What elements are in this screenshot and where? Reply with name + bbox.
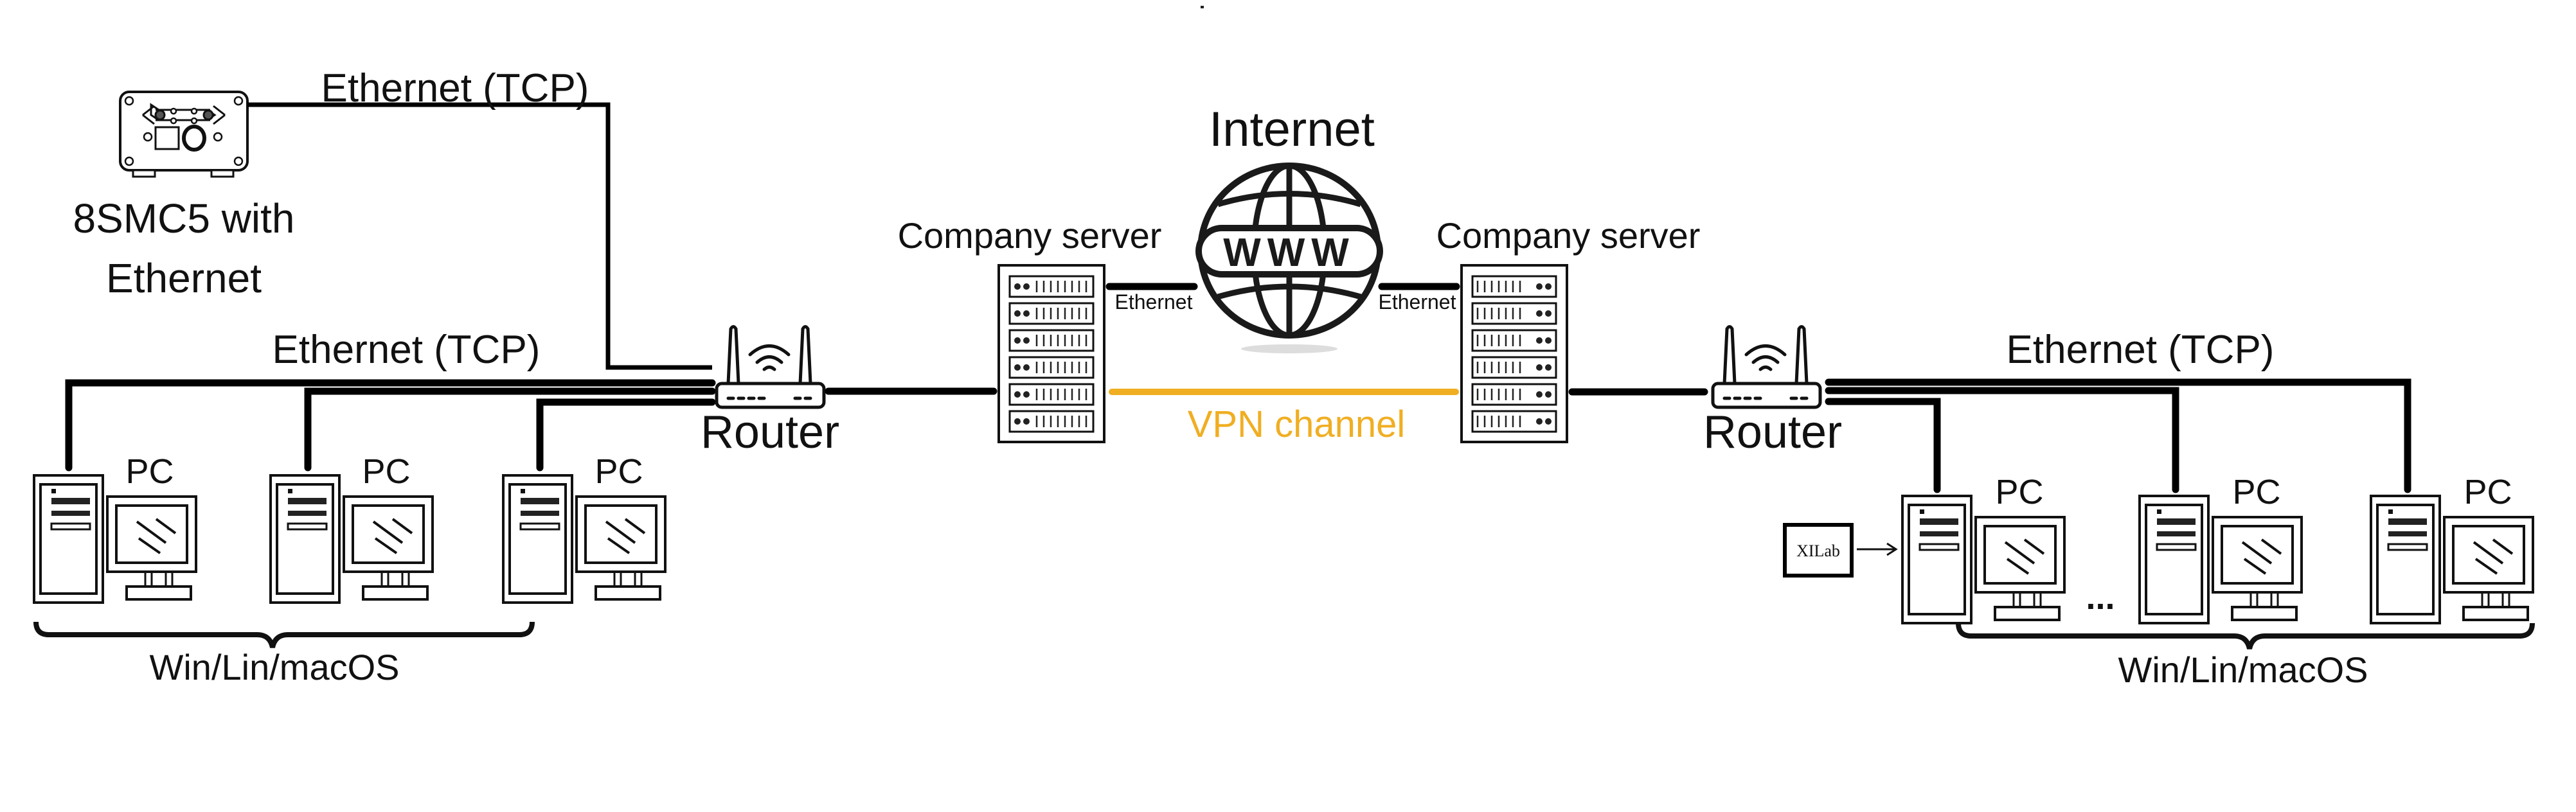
controller-icon[interactable] [119,91,249,178]
label-ethernet-tcp-left: Ethernet (TCP) [273,328,541,372]
pc-left-1[interactable]: PC [33,452,197,604]
server-left-label: Company server [898,215,1162,256]
pc-label: PC [595,452,643,491]
desktop-pc-icon [2370,495,2534,624]
router-right-label: Router [1703,407,1842,458]
xilab-box[interactable]: XILab [1783,523,1854,578]
server-left-icon[interactable] [997,264,1105,443]
wire-router-left-pc3 [536,398,716,472]
wire-router-left-pc1 [65,379,716,472]
controller-label-line2: Ethernet [106,255,262,301]
arrow-right-icon [1857,542,1898,556]
internet-label: Internet [1209,102,1375,157]
os-label-right: Win/Lin/macOS [2118,649,2368,690]
pc-right-1[interactable]: PC [1901,473,2066,624]
pc-right-2[interactable]: PC [2138,473,2303,624]
pc-label: PC [1995,473,2043,511]
pc-label: PC [125,452,174,491]
pc-left-3[interactable]: PC [502,452,666,604]
globe-www-icon[interactable]: WWW [1195,163,1383,353]
controller-label-line1: 8SMC5 with [73,195,295,242]
brace-left [33,621,535,648]
router-left-label: Router [701,407,839,458]
pc-right-3[interactable]: PC [2370,473,2534,624]
wire-controller-router [247,102,712,370]
label-ethernet-server-left: Ethernet [1115,290,1193,313]
vpn-channel-label: VPN channel [1188,403,1406,445]
pc-label: PC [2232,473,2280,511]
wire-router-right-pc3 [1825,378,2411,493]
label-ethernet-server-right: Ethernet [1379,290,1456,313]
desktop-pc-icon [33,474,197,604]
wire-router-right-pc1 [1825,398,1941,493]
stray-dot [1201,6,1204,8]
desktop-pc-icon [269,474,434,604]
ellipsis-more-pcs: ... [2086,578,2115,617]
xilab-label: XILab [1796,542,1840,560]
server-right-icon[interactable] [1460,264,1568,443]
os-label-left: Win/Lin/macOS [150,647,400,687]
desktop-pc-icon [2138,495,2303,624]
router-left-icon[interactable] [717,327,824,408]
www-label: WWW [1223,231,1355,275]
wire-router-left-pc2 [304,387,716,472]
wire-router-right-pc2 [1825,387,2179,493]
pc-label: PC [362,452,410,491]
globe-shadow [1241,344,1337,353]
brace-right [1956,622,2535,649]
pc-left-2[interactable]: PC [269,452,434,604]
desktop-pc-icon [502,474,666,604]
router-right-icon[interactable] [1713,327,1820,408]
pc-label: PC [2464,473,2512,511]
server-right-label: Company server [1436,215,1701,256]
label-ethernet-tcp-right: Ethernet (TCP) [2007,328,2275,372]
label-ethernet-tcp-device: Ethernet (TCP) [321,66,589,110]
desktop-pc-icon [1901,495,2066,624]
